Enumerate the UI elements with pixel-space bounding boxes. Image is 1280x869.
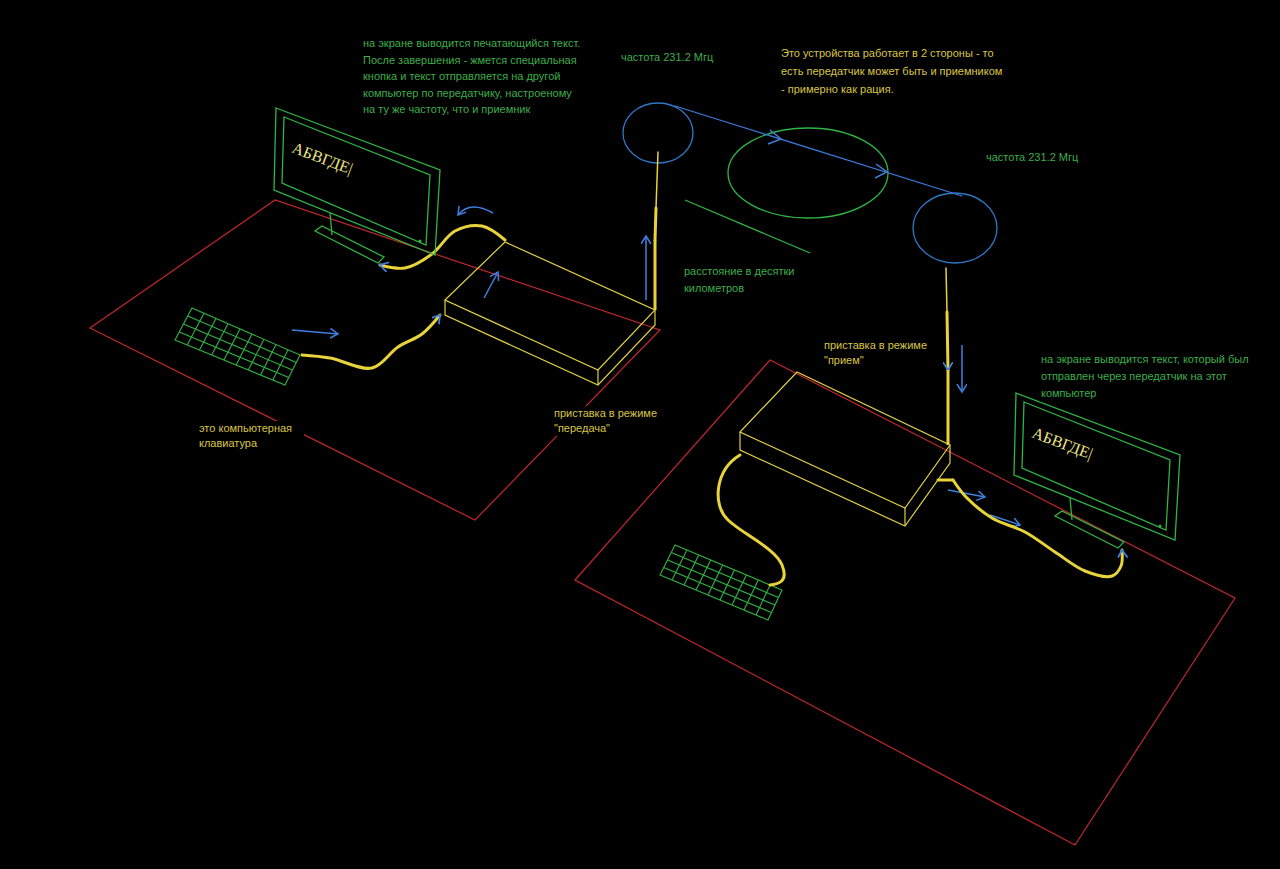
box-top (445, 242, 655, 370)
box-side (740, 432, 950, 526)
keyboard-row (184, 324, 293, 370)
connector-segment (656, 152, 658, 208)
flow-arrow (645, 236, 647, 300)
keyboard-col (708, 565, 723, 595)
radio-box-shape (737, 370, 953, 530)
keyboard-col (672, 550, 687, 580)
keyboard-figure (660, 545, 782, 620)
keyboard-col (684, 555, 699, 585)
monitor: АБВГДЕ| (270, 105, 445, 265)
distance-label: расстояние в десятки километров (683, 263, 810, 297)
antenna-mast (654, 240, 657, 310)
connector-segment (302, 315, 440, 368)
keyboard-shape (172, 305, 302, 390)
box-side (445, 300, 655, 385)
radio-box-shape (440, 240, 660, 388)
keyboard-col (261, 345, 276, 375)
keyboard-col (248, 339, 264, 370)
flow-arrow (458, 207, 493, 215)
radio-box: приставка в режиме "прием" (737, 370, 953, 530)
monitor-screen (1022, 402, 1170, 530)
keyboard: это компьютерная клавиатура (172, 305, 302, 390)
keyboard-col (732, 575, 746, 605)
note-text: Это устройства работает в 2 стороны - то… (780, 44, 1010, 98)
note-text: на экране выводится текст, который был о… (1040, 351, 1257, 402)
keyboard-col (212, 324, 228, 355)
cable-stub (938, 479, 953, 482)
keyboard-row (188, 316, 297, 363)
signal-line (685, 200, 810, 253)
keyboard-col (273, 350, 288, 380)
connector-segment (675, 106, 962, 196)
keyboard-col (187, 313, 204, 345)
antenna-circle (913, 193, 997, 263)
monitor-neck (1070, 498, 1072, 520)
power-dot (1159, 525, 1162, 528)
keyboard-col (199, 318, 216, 350)
connector-segment (947, 312, 948, 370)
flow-arrow (961, 345, 963, 392)
monitor-base (315, 226, 384, 263)
frequency-label: частота 231.2 Мгц (620, 50, 752, 65)
flow-arrow (484, 272, 498, 298)
keyboard-row (179, 332, 289, 378)
flow-arrow (292, 330, 338, 334)
box-edge (904, 508, 905, 526)
monitor-neck (330, 213, 332, 235)
signal-connector (655, 106, 962, 370)
connector-segment (655, 208, 656, 240)
monitor-base (1055, 511, 1124, 548)
monitor-frame (274, 108, 440, 255)
keyboard-label: это компьютерная клавиатура (198, 421, 304, 451)
monitor-shape (1010, 390, 1180, 550)
frequency-label: частота 231.2 Мгц (985, 150, 1117, 165)
desk-outline (90, 200, 660, 520)
monitor: АБВГДЕ| (1010, 390, 1180, 550)
keyboard-col (720, 570, 734, 600)
monitor-screen (282, 117, 430, 245)
antenna-mast (947, 370, 950, 445)
keyboard-col (224, 329, 240, 360)
connector-segment (946, 268, 947, 312)
keyboard-row (668, 560, 776, 605)
monitor-shape (270, 105, 445, 265)
monitor-frame (1014, 393, 1180, 540)
keyboard-outline (660, 545, 782, 620)
desk-outline (575, 360, 1235, 845)
keyboard-outline (175, 308, 300, 385)
screen-text: АБВГДЕ| (1030, 424, 1095, 463)
flow-arrows (292, 130, 1020, 525)
box-top (740, 372, 950, 508)
connector-segment (380, 226, 505, 269)
radio-box: приставка в режиме "передача" (440, 240, 660, 388)
screen-text: АБВГДЕ| (290, 139, 355, 178)
power-dot (419, 240, 422, 243)
box-edge (597, 370, 598, 385)
keyboard-col (236, 334, 252, 365)
keyboard-cable (718, 455, 784, 585)
signal-connector (302, 315, 440, 368)
note-text: на экране выводится печатающийся текст. … (362, 35, 586, 118)
box-label: приставка в режиме "передача" (553, 406, 673, 436)
signal-ellipse (728, 128, 888, 218)
box-label: приставка в режиме "прием" (823, 338, 943, 368)
keyboard-col (756, 585, 770, 615)
keyboard-col (744, 580, 758, 610)
keyboard-col (696, 560, 711, 590)
signal-connector (380, 226, 505, 269)
